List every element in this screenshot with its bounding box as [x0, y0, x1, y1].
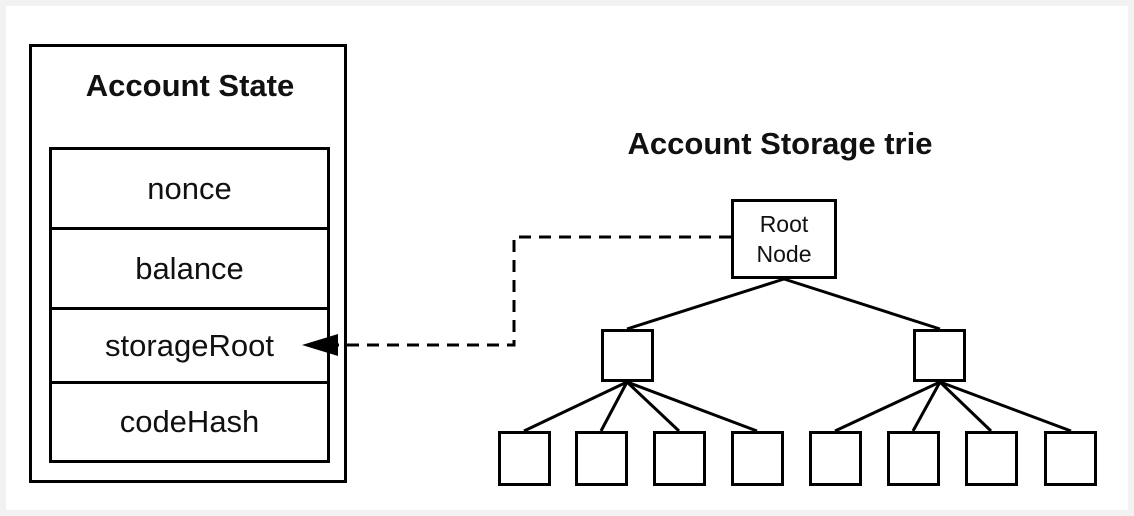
edge-l-3 — [625, 380, 681, 433]
edge-r-2 — [911, 381, 942, 432]
field-nonce: nonce — [52, 150, 327, 230]
edge-l-1 — [523, 380, 628, 433]
field-code-hash: codeHash — [119, 404, 260, 439]
field-storage-root: storageRoot — [52, 310, 327, 384]
trie-leaf-node — [731, 431, 784, 486]
trie-node-level1-right — [913, 329, 966, 382]
trie-node-level1-left — [601, 329, 654, 382]
storage-root-pointer — [338, 235, 731, 347]
trie-leaf-node — [809, 431, 862, 486]
trie-leaf-node — [498, 431, 551, 486]
edge-l-2 — [599, 381, 629, 432]
trie-leaf-node — [575, 431, 628, 486]
account-state-title: Account State — [85, 68, 295, 103]
storage-trie-title: Account Storage trie — [627, 126, 933, 161]
edge-root-right — [783, 277, 941, 331]
root-node: Root Node — [731, 199, 837, 279]
account-fields-table: nonce balance storageRoot codeHash — [49, 147, 330, 463]
trie-leaf-node — [1044, 431, 1097, 486]
edge-r-1 — [834, 380, 941, 433]
root-node-label-line2: Node — [756, 241, 812, 267]
edge-r-3 — [938, 380, 993, 433]
trie-leaf-node — [887, 431, 940, 486]
trie-leaf-node — [965, 431, 1018, 486]
edge-r-4 — [939, 380, 1072, 433]
edge-root-left — [626, 277, 785, 331]
diagram-canvas — [6, 6, 1128, 510]
trie-leaf-node — [653, 431, 706, 486]
arrow-head-icon — [302, 334, 338, 356]
field-balance: balance — [52, 230, 327, 310]
account-state-box — [29, 44, 347, 483]
root-node-label-line1: Root — [759, 211, 809, 237]
edge-l-4 — [626, 380, 758, 433]
